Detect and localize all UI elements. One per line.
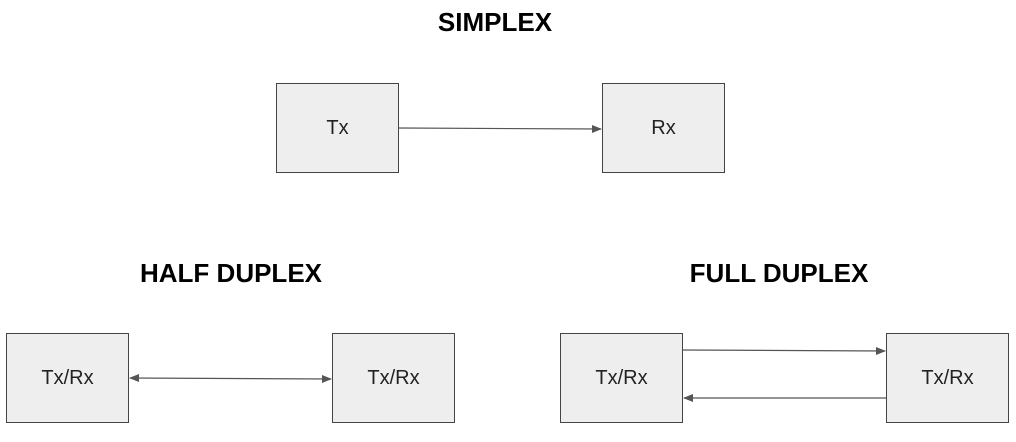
full-duplex-right-label: Tx/Rx [921, 366, 974, 389]
full-duplex-right-box: Tx/Rx [886, 333, 1009, 423]
full-duplex-title: FULL DUPLEX [689, 258, 869, 288]
half-duplex-double-arrow [129, 374, 332, 383]
simplex-tx-box: Tx [276, 83, 399, 173]
half-duplex-left-label: Tx/Rx [41, 366, 94, 389]
simplex-title: SIMPLEX [437, 7, 553, 37]
full-duplex-forward-arrow [682, 346, 886, 355]
simplex-arrow [398, 124, 602, 133]
full-duplex-left-box: Tx/Rx [560, 333, 683, 423]
full-duplex-left-label: Tx/Rx [595, 366, 648, 389]
simplex-tx-label: Tx [326, 116, 349, 139]
simplex-rx-box: Rx [602, 83, 725, 173]
half-duplex-right-label: Tx/Rx [367, 366, 420, 389]
simplex-rx-label: Rx [651, 116, 676, 139]
half-duplex-title: HALF DUPLEX [140, 258, 322, 288]
half-duplex-right-box: Tx/Rx [332, 333, 455, 423]
half-duplex-left-box: Tx/Rx [6, 333, 129, 423]
